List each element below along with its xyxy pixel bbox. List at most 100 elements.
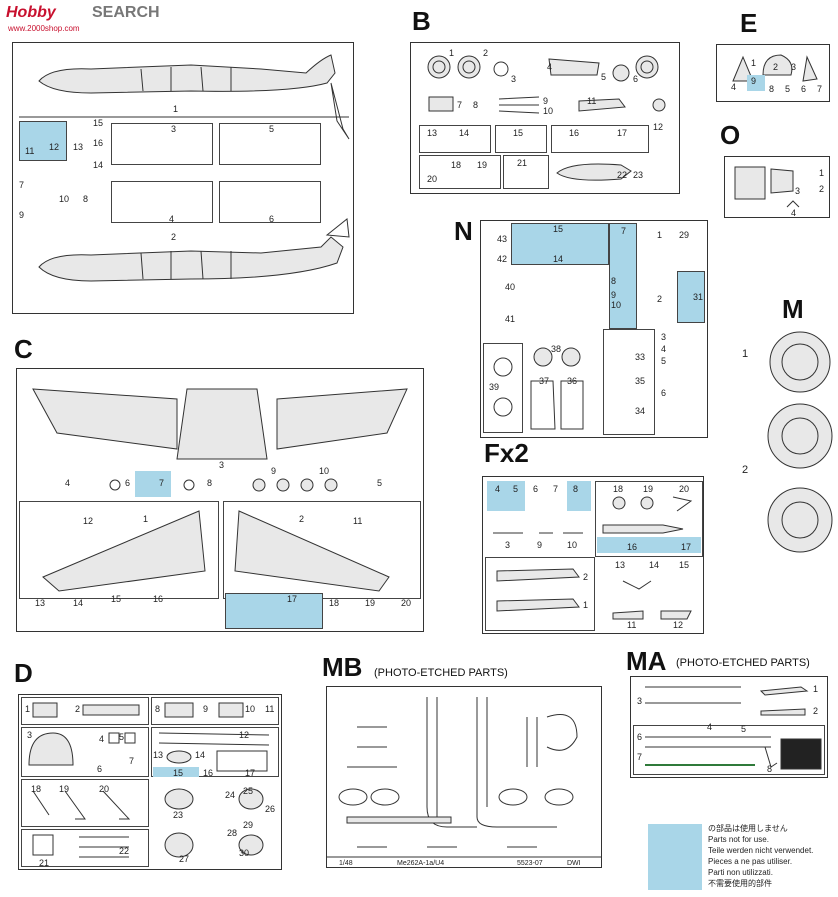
part-label: 9 — [203, 704, 209, 714]
part-label: 1 — [583, 600, 589, 610]
part-label: 10 — [245, 704, 256, 714]
part-label: 9 — [271, 466, 277, 476]
fuselage-half-2 — [38, 218, 350, 282]
part-label: 16 — [153, 594, 164, 604]
part-label: 1 — [813, 684, 819, 694]
sprue-mb-subtitle: (PHOTO-ETCHED PARTS) — [374, 667, 508, 679]
part-cell — [483, 343, 523, 433]
part-label: 38 — [551, 344, 562, 354]
part-label: 11 — [353, 516, 363, 526]
fx2-parts — [493, 496, 693, 620]
part-label: 8 — [207, 478, 213, 488]
part-label: 4 — [707, 722, 713, 732]
part-cell — [419, 155, 501, 189]
part-label: 24 — [225, 790, 236, 800]
part-label: 14 — [93, 160, 104, 170]
part-label: 18 — [451, 160, 462, 170]
unused-parts-box — [19, 121, 67, 161]
part-label: 6 — [269, 214, 275, 224]
part-cell — [151, 697, 279, 725]
part-label: 21 — [517, 158, 528, 168]
part-label: 2 — [583, 572, 589, 582]
sprue-e-frame: 1 2 3 4 9 8 5 6 7 — [716, 44, 830, 102]
part-label: 13 — [153, 750, 164, 760]
part-label: 1 — [143, 514, 149, 524]
part-label: 39 — [489, 382, 500, 392]
part-label: 2 — [299, 514, 305, 524]
part-label: 10 — [611, 300, 622, 310]
part-label: 2 — [773, 62, 779, 72]
legend-line: の部品は使用しません — [708, 824, 788, 833]
part-label: 18 — [31, 784, 42, 794]
part-label: 5 — [741, 724, 747, 734]
legend-swatch — [648, 824, 702, 890]
part-label: 7 — [19, 180, 25, 190]
part-label: 15 — [173, 768, 184, 778]
part-label: 20 — [99, 784, 110, 794]
mb-footer: 5523-07 — [517, 860, 543, 867]
n-wheels — [493, 347, 584, 430]
mb-footer: 1/48 — [339, 860, 353, 867]
part-label: 7 — [553, 484, 559, 494]
sprue-d-frame: 1 2 8 9 10 11 3 4 5 6 7 12 13 14 15 16 1… — [18, 694, 282, 870]
part-label: 28 — [227, 828, 238, 838]
part-cell — [111, 181, 213, 223]
sprue-ma-title: MA — [626, 646, 667, 676]
part-label: 15 — [513, 128, 524, 138]
part-label: 41 — [505, 314, 516, 324]
part-label: 8 — [83, 194, 89, 204]
part-label: 20 — [427, 174, 438, 184]
part-label: 6 — [661, 388, 667, 398]
part-label: 6 — [633, 74, 639, 84]
d-parts — [28, 702, 270, 858]
unused-parts-box — [153, 767, 199, 777]
part-cell — [503, 155, 549, 189]
canopy-part — [556, 163, 632, 181]
watermark-brand-left: Hobby — [6, 4, 56, 21]
part-label: 11 — [265, 704, 275, 714]
tires — [767, 331, 833, 553]
part-label: 19 — [477, 160, 488, 170]
c-small-parts — [109, 478, 338, 492]
part-label: 10 — [543, 106, 554, 116]
part-label: 9 — [537, 540, 543, 550]
part-label: 6 — [533, 484, 539, 494]
part-label: 30 — [239, 848, 250, 858]
part-label: 14 — [459, 128, 470, 138]
unused-parts-box — [609, 223, 637, 329]
part-label: 13 — [615, 560, 626, 570]
part-label: 37 — [539, 376, 550, 386]
sprue-mb-frame: 1/48 Me262A-1a/U4 5523-07 DWI — [326, 686, 602, 868]
sprue-n-title: N — [454, 216, 473, 246]
part-label: 17 — [245, 768, 256, 778]
part-cell — [603, 329, 655, 435]
part-cell — [21, 829, 149, 867]
part-label: 14 — [73, 598, 84, 608]
part-label: 3 — [637, 696, 643, 706]
gear-parts-row — [428, 96, 666, 114]
sprue-m-title: M — [782, 294, 804, 324]
part-label: 5 — [119, 732, 125, 742]
part-label: 15 — [111, 594, 122, 604]
sprue-n-frame: 15 14 7 8 9 10 43 42 1 29 40 41 2 31 38 … — [480, 220, 708, 438]
part-label: 8 — [611, 276, 617, 286]
part-label: 4 — [65, 478, 71, 488]
part-label: 15 — [679, 560, 690, 570]
legend-line: Pieces a ne pas utiliser. — [708, 857, 793, 866]
part-label: 16 — [627, 542, 638, 552]
watermark-site: www.2000shop.com — [8, 24, 80, 33]
part-label: 12 — [83, 516, 94, 526]
part-label: 4 — [791, 208, 797, 218]
unused-parts-box — [567, 481, 591, 511]
part-label: 5 — [377, 478, 383, 488]
part-label: 19 — [59, 784, 70, 794]
part-label: 10 — [59, 194, 70, 204]
part-cell — [151, 727, 279, 777]
part-cell — [595, 481, 703, 557]
part-label: 4 — [169, 214, 175, 224]
part-label: 4 — [99, 734, 105, 744]
wheels-row — [427, 55, 659, 82]
part-label: 4 — [495, 484, 501, 494]
photo-etched-fret-mb — [327, 697, 601, 858]
part-label: 2 — [171, 232, 177, 242]
